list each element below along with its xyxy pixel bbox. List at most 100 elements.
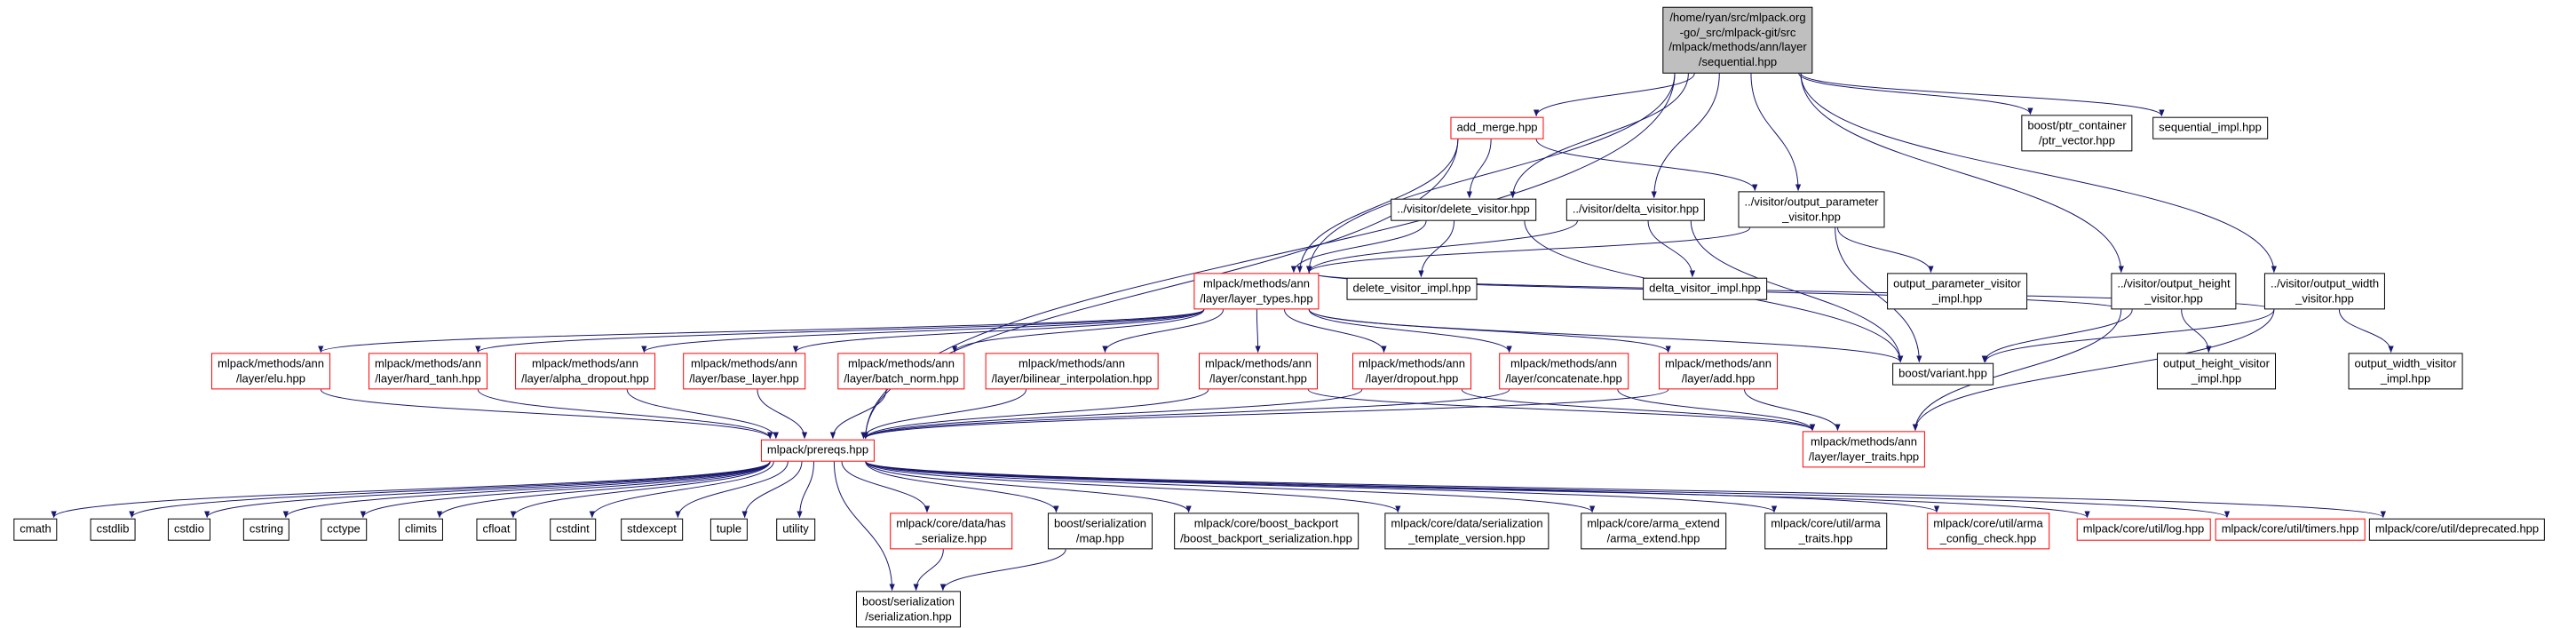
include-edge-delete_visitor-delete_visitor_impl <box>1418 220 1455 278</box>
graph-node-deprecated[interactable]: mlpack/core/util/deprecated.hpp <box>2368 518 2546 541</box>
include-edge-concatenate-layer_traits <box>1617 389 1816 432</box>
include-edge-constant-layer_traits <box>1307 389 1816 432</box>
graph-node-log[interactable]: mlpack/core/util/log.hpp <box>2076 518 2211 541</box>
graph-node-elu[interactable]: mlpack/methods/ann /layer/elu.hpp <box>211 353 330 390</box>
graph-node-arma_traits[interactable]: mlpack/core/util/arma _traits.hpp <box>1764 513 1887 550</box>
include-edge-prereqs-log <box>865 461 2090 519</box>
include-edge-root-delta_visitor <box>1651 73 1720 199</box>
include-edge-alpha_dropout-prereqs <box>626 389 779 440</box>
graph-node-output_height_visitor_impl[interactable]: output_height_visitor _impl.hpp <box>2157 353 2276 390</box>
graph-node-output_width_visitor[interactable]: ../visitor/output_width _visitor.hpp <box>2263 273 2386 310</box>
graph-node-utility[interactable]: utility <box>776 518 815 541</box>
include-edge-output_width_visitor-layer_traits <box>1912 309 2275 432</box>
include-edge-layer_types-alpha_dropout <box>641 309 1205 354</box>
graph-node-output_parameter_visitor_impl[interactable]: output_parameter_visitor _impl.hpp <box>1887 273 2027 310</box>
graph-node-cstdlib[interactable]: cstdlib <box>90 518 136 541</box>
graph-node-output_height_visitor[interactable]: ../visitor/output_height _visitor.hpp <box>2111 273 2237 310</box>
include-edge-hard_tanh-prereqs <box>477 389 773 440</box>
include-edge-layer_types-batch_norm <box>951 309 1205 354</box>
graph-node-batch_norm[interactable]: mlpack/methods/ann /layer/batch_norm.hpp <box>837 353 965 390</box>
graph-node-root: /home/ryan/src/mlpack.org -go/_src/mlpac… <box>1662 6 1813 74</box>
graph-node-base_layer[interactable]: mlpack/methods/ann /layer/base_layer.hpp <box>683 353 805 390</box>
graph-node-cctype[interactable]: cctype <box>321 518 367 541</box>
include-edge-prereqs-utility <box>797 461 814 519</box>
include-edge-root-output_height_visitor <box>1800 73 2124 274</box>
include-edge-output_width_visitor-boost_variant <box>1982 309 2275 363</box>
graph-node-layer_traits[interactable]: mlpack/methods/ann /layer/layer_traits.h… <box>1802 431 1926 468</box>
graph-node-ser_map[interactable]: boost/serialization /map.hpp <box>1047 513 1153 550</box>
include-edge-prereqs-cstdint <box>589 461 774 519</box>
include-edge-root-ptr_vector <box>1798 73 2033 115</box>
include-edge-prereqs-cmath <box>51 461 771 519</box>
graph-node-dropout[interactable]: mlpack/methods/ann /layer/dropout.hpp <box>1352 353 1471 390</box>
include-edge-prereqs-has_serialize <box>841 461 931 513</box>
include-edge-add_merge-output_parameter_visitor <box>1535 139 1758 192</box>
include-edge-add_merge-delete_visitor <box>1466 139 1492 199</box>
include-edge-delta_visitor-delta_visitor_impl <box>1647 220 1696 278</box>
include-edge-dropout-prereqs <box>862 389 1363 440</box>
graph-node-output_width_visitor_impl[interactable]: output_width_visitor _impl.hpp <box>2348 353 2463 390</box>
include-edge-prereqs-arma_extend <box>865 461 1596 513</box>
include-edge-output_height_visitor-output_height_visitor_impl <box>2181 309 2212 354</box>
graph-node-arma_extend[interactable]: mlpack/core/arma_extend /arma_extend.hpp <box>1581 513 1726 550</box>
include-edge-ser_map-serialization <box>939 549 1066 592</box>
include-edge-output_height_visitor-boost_variant <box>1981 309 2133 363</box>
include-edge-output_height_visitor-layer_traits <box>1912 309 2122 432</box>
graph-node-sequential_impl[interactable]: sequential_impl.hpp <box>2152 116 2268 139</box>
graph-node-climits[interactable]: climits <box>398 518 444 541</box>
include-edge-output_width_visitor-output_width_visitor_impl <box>2338 309 2394 354</box>
include-edge-prereqs-cstdlib <box>129 461 771 519</box>
graph-node-layer_types[interactable]: mlpack/methods/ann /layer/layer_types.hp… <box>1193 273 1320 310</box>
include-edge-layer_types-concatenate <box>1308 309 1512 354</box>
include-edge-dropout-layer_traits <box>1461 389 1816 432</box>
include-edge-root-sequential_impl <box>1800 73 2165 117</box>
graph-node-output_parameter_visitor[interactable]: ../visitor/output_parameter _visitor.hpp <box>1738 191 1885 228</box>
graph-node-cstdint[interactable]: cstdint <box>550 518 596 541</box>
graph-node-constant[interactable]: mlpack/methods/ann /layer/constant.hpp <box>1199 353 1318 390</box>
include-edge-bilinear_interpolation-prereqs <box>860 389 1027 440</box>
include-edge-delete_visitor-layer_types <box>1290 220 1427 274</box>
include-edge-prereqs-cstdio <box>204 461 771 519</box>
graph-node-timers[interactable]: mlpack/core/util/timers.hpp <box>2215 518 2366 541</box>
graph-node-delta_visitor_impl[interactable]: delta_visitor_impl.hpp <box>1643 277 1767 300</box>
include-edge-layer_types-base_layer <box>792 309 1205 354</box>
graph-node-bilinear_interpolation[interactable]: mlpack/methods/ann /layer/bilinear_inter… <box>985 353 1159 390</box>
graph-node-cfloat[interactable]: cfloat <box>476 518 517 541</box>
graph-node-delete_visitor_impl[interactable]: delete_visitor_impl.hpp <box>1346 277 1478 300</box>
graph-node-serialization[interactable]: boost/serialization /serialization.hpp <box>855 591 962 628</box>
include-edge-prereqs-arma_traits <box>865 461 1777 513</box>
include-edge-add-layer_traits <box>1744 389 1841 432</box>
graph-node-delta_visitor[interactable]: ../visitor/delta_visitor.hpp <box>1565 198 1706 221</box>
graph-node-alpha_dropout[interactable]: mlpack/methods/ann /layer/alpha_dropout.… <box>515 353 655 390</box>
graph-node-concatenate[interactable]: mlpack/methods/ann /layer/concatenate.hp… <box>1499 353 1629 390</box>
include-edge-has_serialize-serialization <box>913 549 944 592</box>
graph-node-cstdio[interactable]: cstdio <box>168 518 210 541</box>
include-edge-layer_types-bilinear_interpolation <box>1102 309 1225 354</box>
graph-node-delete_visitor[interactable]: ../visitor/delete_visitor.hpp <box>1391 198 1536 221</box>
graph-node-hard_tanh[interactable]: mlpack/methods/ann /layer/hard_tanh.hpp <box>369 353 487 390</box>
graph-node-add[interactable]: mlpack/methods/ann /layer/add.hpp <box>1659 353 1778 390</box>
include-edge-layer_types-boost_variant <box>1308 309 1904 363</box>
graph-node-prereqs[interactable]: mlpack/prereqs.hpp <box>760 439 876 462</box>
include-edge-prereqs-cctype <box>360 461 771 519</box>
graph-node-has_serialize[interactable]: mlpack/core/data/has _serialize.hpp <box>890 513 1012 550</box>
include-edge-prereqs-climits <box>436 461 771 519</box>
graph-node-arma_config_check[interactable]: mlpack/core/util/arma _config_check.hpp <box>1927 513 2049 550</box>
include-edge-prereqs-ser_template_version <box>865 461 1401 513</box>
include-edge-prereqs-cfloat <box>510 461 771 519</box>
include-edge-batch_norm-prereqs <box>829 389 887 440</box>
include-edge-prereqs-serialization <box>833 461 895 592</box>
include-edge-prereqs-timers <box>865 461 2230 519</box>
graph-node-boost_variant[interactable]: boost/variant.hpp <box>1892 362 1993 386</box>
include-edge-layer_types-constant <box>1255 309 1261 354</box>
include-edge-prereqs-deprecated <box>865 461 2386 519</box>
graph-node-cmath[interactable]: cmath <box>13 518 58 541</box>
graph-node-ser_template_version[interactable]: mlpack/core/data/serialization _template… <box>1384 513 1550 550</box>
graph-node-add_merge[interactable]: add_merge.hpp <box>1450 116 1544 139</box>
graph-node-ptr_vector[interactable]: boost/ptr_container /ptr_vector.hpp <box>2021 115 2133 152</box>
graph-node-boost_backport[interactable]: mlpack/core/boost_backport /boost_backpo… <box>1174 513 1359 550</box>
graph-node-stdexcept[interactable]: stdexcept <box>621 518 683 541</box>
graph-node-tuple[interactable]: tuple <box>709 518 749 541</box>
graph-node-cstring[interactable]: cstring <box>242 518 290 541</box>
